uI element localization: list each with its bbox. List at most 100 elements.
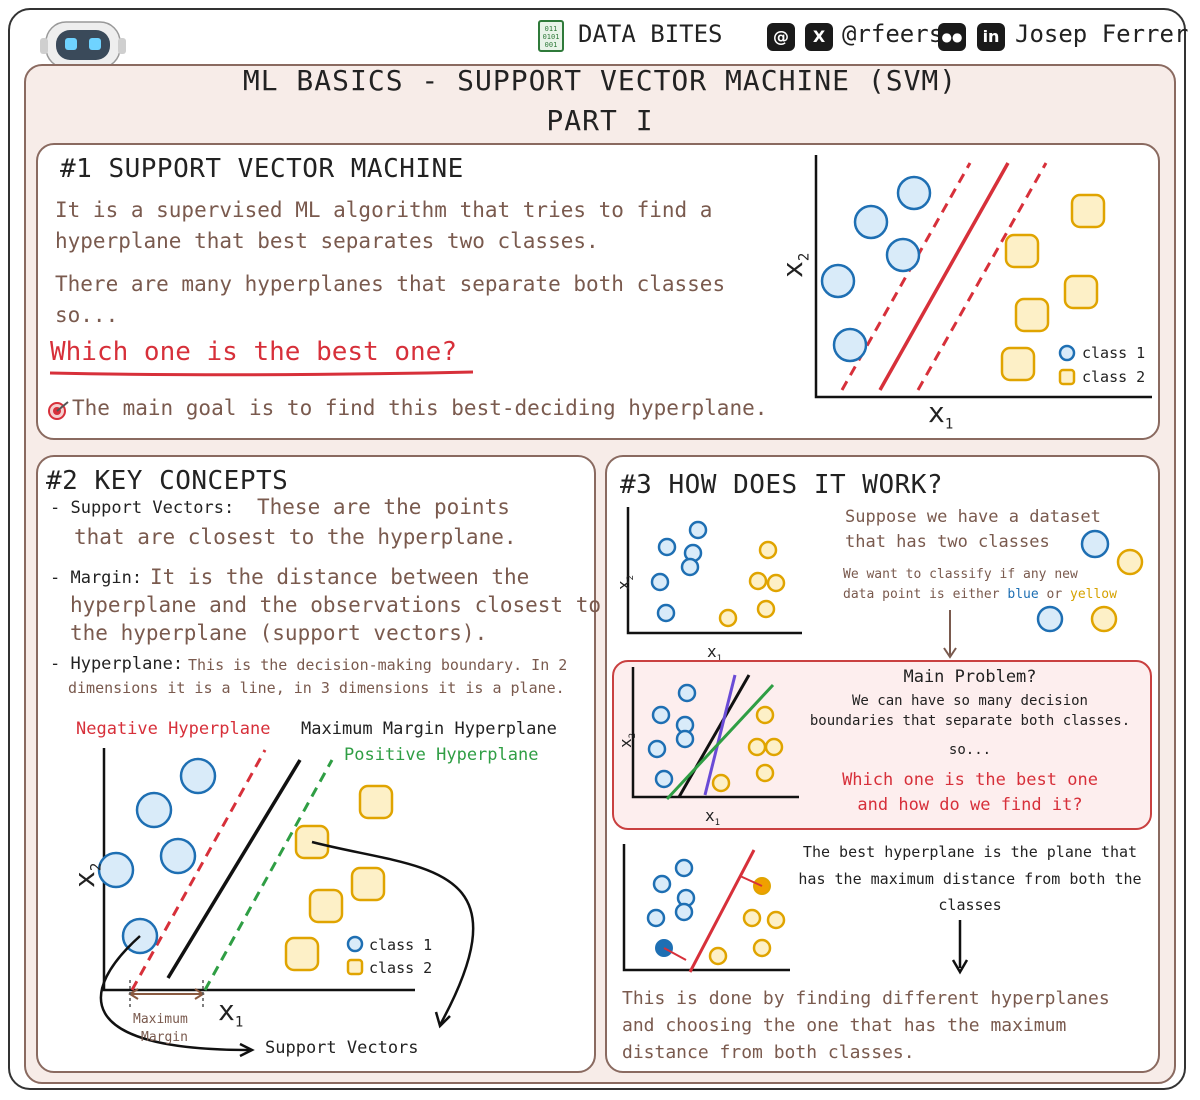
negative-hyperplane-label: Negative Hyperplane [76,719,271,739]
s1-legend-class1: class 1 [1082,344,1146,362]
class2-point [1000,346,1036,382]
svm-diagram-2 [97,748,475,1058]
s1-legend-class2: class 2 [1082,368,1146,386]
boundary-green [665,683,775,801]
how-diagram-3 [622,844,790,973]
max-margin-label-line2: Margin [141,1030,188,1045]
legend-class1-icon [1058,344,1076,362]
yellow-point [758,540,778,560]
main-problem-line1: We can have so many decision [851,693,1088,709]
class2-point [1063,274,1099,310]
suppose-line2: that has two classes [845,532,1050,552]
class1-point [179,757,217,795]
h2-x-label: x1 [705,806,721,829]
positive-hyperplane [203,759,334,991]
class1-point [885,237,921,273]
main-problem-box [612,660,1152,830]
hp-term: - Hyperplane: [50,654,184,674]
main-problem-line2: boundaries that separate both classes. [809,713,1131,729]
s1-text-line4: so... [55,303,119,327]
class2-point [1014,297,1050,333]
legend-class2-icon [1058,368,1076,386]
h1-x-label: x1 [707,642,722,664]
arrow-down-icon [943,610,957,659]
margin-def-line3: the hyperplane (support vectors). [70,621,488,645]
section1-heading: #1 SUPPORT VECTOR MACHINE [60,154,464,184]
target-icon [48,401,69,420]
class1-point [820,263,856,299]
s1-text-line2: hyperplane that best separates two class… [55,229,599,253]
done-line3: distance from both classes. [622,1042,915,1063]
main-problem-so: so... [948,742,992,758]
s2-x-axis-label: x1 [218,994,244,1031]
class2-point [1004,233,1040,269]
linkedin-icon[interactable]: in [977,23,1005,51]
class2-point [350,866,386,902]
class1-point [159,837,197,875]
class2-point [308,888,344,924]
negative-hyperplane [130,749,267,991]
sv-def-line1: These are the points [257,495,510,519]
x-icon[interactable]: X [805,23,833,51]
h1-y-label: x2 [614,574,637,590]
support-vectors-label: Support Vectors [265,1038,419,1058]
max-margin-hyperplane-label: Maximum Margin Hyperplane [301,719,557,739]
how-diagram-1 [626,507,802,635]
section2-heading: #2 KEY CONCEPTS [46,466,289,496]
done-line1: This is done by finding different hyperp… [622,988,1110,1009]
main-problem-question1: Which one is the best one [842,770,1098,790]
medium-icon[interactable]: ●● [938,23,966,51]
done-line2: and choosing the one that has the maximu… [622,1015,1067,1036]
want-line2: data point is either blue or yellow [843,587,1117,602]
s1-y-axis-label: x2 [776,252,813,278]
section3-heading: #3 HOW DOES IT WORK? [620,470,944,500]
support-vector-arrow-left [99,935,251,1052]
page-title: ML BASICS - SUPPORT VECTOR MACHINE (SVM) [242,64,958,97]
social-handle[interactable]: @rfeers [842,20,944,48]
support-vector-arrow-right [311,840,475,1026]
s1-question: Which one is the best one? [50,337,457,367]
how-diagram-2 [631,667,799,801]
hp-def-line2: dimensions it is a line, in 3 dimensions… [68,679,565,697]
main-problem-question2: and how do we find it? [857,795,1083,815]
sv-def-line2: that are closest to the hyperplane. [74,525,517,549]
main-problem-title: Main Problem? [903,667,1037,687]
boundary-purple [703,674,737,796]
class-example-points [1036,529,1144,633]
max-margin-hyperplane [166,759,302,979]
margin-def-line2: hyperplane and the observations closest … [70,593,602,617]
positive-hyperplane-label: Positive Hyperplane [344,745,539,765]
s1-text-line3: There are many hyperplanes that separate… [55,272,726,296]
threads-icon[interactable]: @ [767,23,795,51]
s2-y-axis-label: x2 [68,862,105,888]
author-name: Josep Ferrer [1015,20,1189,48]
page-subtitle: PART I [546,104,654,137]
want-line1: We want to classify if any new [843,567,1078,582]
question-underline [49,370,474,377]
boundary-black [677,674,751,798]
class2-point [358,784,394,820]
class2-point [284,936,320,972]
s2-legend-class2: class 2 [369,959,433,977]
section-key-concepts-panel [36,455,596,1073]
best-line1: The best hyperplane is the plane that [802,843,1138,861]
best-hyperplane [688,849,756,973]
class2-point [1070,193,1106,229]
hp-def-line1: This is the decision-making boundary. In… [188,656,568,674]
legend-class1-icon [346,935,364,953]
legend-class2-icon [346,958,364,976]
margin-term: - Margin: [50,568,143,588]
suppose-line1: Suppose we have a dataset [845,507,1101,527]
s1-x-axis-label: x1 [928,396,954,433]
blue-point [688,520,708,540]
h2-y-label: x2 [616,732,639,748]
class1-point [832,327,868,363]
s1-goal: The main goal is to find this best-decid… [72,396,768,420]
s2-legend-class1: class 1 [369,936,433,954]
margin-def-line1: It is the distance between the [150,565,530,589]
sv-term: - Support Vectors: [50,498,235,518]
class1-point [97,851,135,889]
class1-point [135,791,173,829]
svm-diagram-1 [814,155,1152,399]
